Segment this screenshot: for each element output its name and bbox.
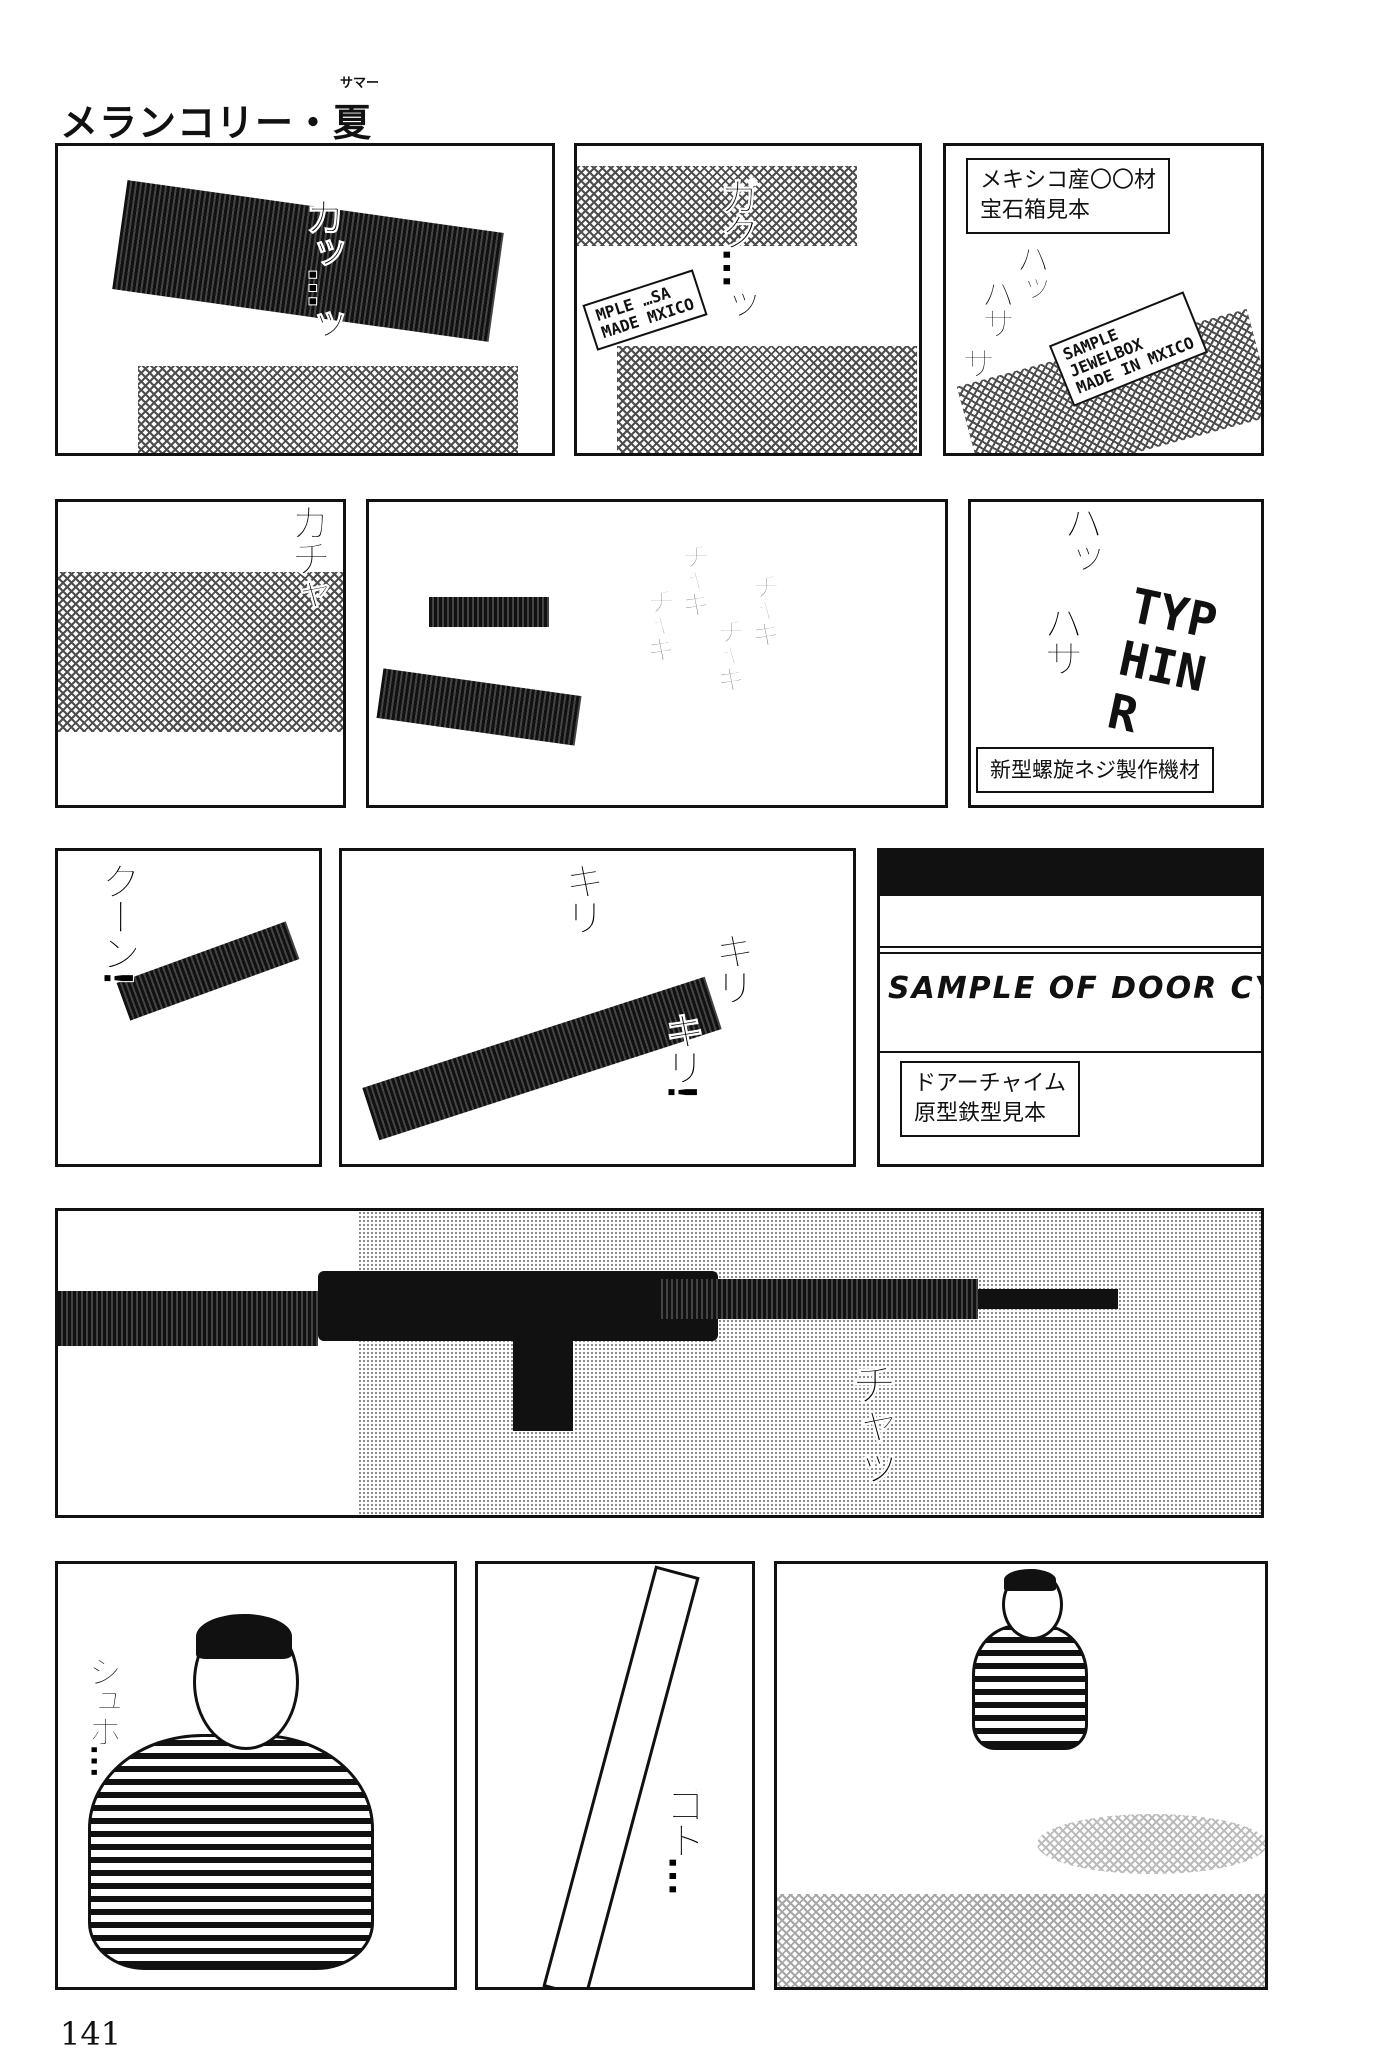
caption-box: メキシコ産〇〇材 宝石箱見本 [966, 158, 1171, 234]
character-hair [196, 1614, 292, 1659]
panel-8: キリ キリ キリ! [339, 848, 856, 1167]
black-bar [880, 851, 1261, 896]
caption-box: ドアーチャイム 原型鉄型見本 [900, 1061, 1081, 1137]
rifle-handguard-drawing [658, 1279, 978, 1319]
receiver-drawing [58, 572, 343, 732]
sfx-text: キリ [558, 861, 605, 934]
panel-12: ゴト… [475, 1561, 755, 1990]
divider-line [880, 1051, 1261, 1053]
sfx-text: チャキ [643, 587, 677, 660]
sfx-text: バッ [1010, 241, 1051, 302]
panel-3: メキシコ産〇〇材 宝石箱見本 SAMPLE JEWELBOX MADE IN M… [943, 143, 1264, 456]
panel-5: チャキ チャキ チャキ チャキ [366, 499, 948, 808]
rifle-drawing [542, 1565, 700, 1987]
panel-2: MPLE …SA MADE MXICO ガク…ッ [574, 143, 922, 456]
wire-line [880, 952, 1261, 954]
story-title: メランコリー・夏 [60, 101, 373, 145]
sfx-text: サ [955, 346, 996, 377]
wire-line [880, 946, 1261, 948]
page-number: 141 [60, 2015, 122, 2053]
box-drawing [577, 166, 857, 246]
rifle-body-drawing [318, 1271, 718, 1341]
title-ruby: サマー [340, 76, 380, 91]
sfx-text: チャキ [678, 542, 712, 615]
crate-label: TYP HIN R [1094, 573, 1231, 761]
character-hair [1004, 1569, 1056, 1591]
panel-7: クーン! [55, 848, 322, 1167]
rifle-muzzle-drawing [978, 1289, 1118, 1309]
panel-1: ガッ…ッ [55, 143, 555, 456]
sfx-text: バサ [975, 276, 1016, 337]
sample-label-text: SAMPLE OF DOOR CY [888, 971, 1264, 1006]
sfx-text: チャッ [844, 1361, 899, 1488]
character-torso [972, 1624, 1088, 1750]
sfx-text: バサ [1037, 602, 1084, 675]
sfx-text: キリ [708, 931, 755, 1004]
caption-box: 新型螺旋ネジ製作機材 [976, 747, 1214, 793]
box-base-drawing [138, 366, 518, 453]
sfx-text: バッ [1057, 502, 1104, 575]
sfx-text: キリ! [658, 1010, 705, 1098]
panel-9: SAMPLE OF DOOR CY ドアーチャイム 原型鉄型見本 [877, 848, 1264, 1167]
sfx-text: クーン! [94, 860, 141, 984]
screentone-background [358, 1211, 1261, 1515]
panel-11: ジュボ… [55, 1561, 457, 1990]
sfx-text: ガク…ッ [713, 176, 760, 321]
panel-6: TYP HIN R バッ バサ 新型螺旋ネジ製作機材 [968, 499, 1264, 808]
floor-drawing [777, 1894, 1265, 1987]
sfx-text: チャキ [713, 617, 747, 690]
sfx-text: ジュボ… [82, 1654, 123, 1775]
rifle-part-drawing [376, 668, 582, 746]
character-torso [88, 1734, 374, 1970]
sfx-text: ガチャ [284, 502, 331, 611]
rifle-part-drawing [429, 597, 549, 627]
rifle-barrel-drawing [58, 1291, 318, 1346]
box-label: MPLE …SA MADE MXICO [582, 269, 708, 351]
rifle-magazine-drawing [513, 1341, 573, 1431]
panel-13 [774, 1561, 1268, 1990]
table-drawing [1037, 1814, 1265, 1874]
panel-4: ガチャ [55, 499, 346, 808]
box-drawing [617, 346, 917, 453]
sfx-text: ガッ…ッ [299, 196, 346, 341]
sfx-text: ゴト… [659, 1784, 706, 1893]
sfx-text: チャキ [748, 572, 782, 645]
panel-10: チャッ [55, 1208, 1264, 1518]
